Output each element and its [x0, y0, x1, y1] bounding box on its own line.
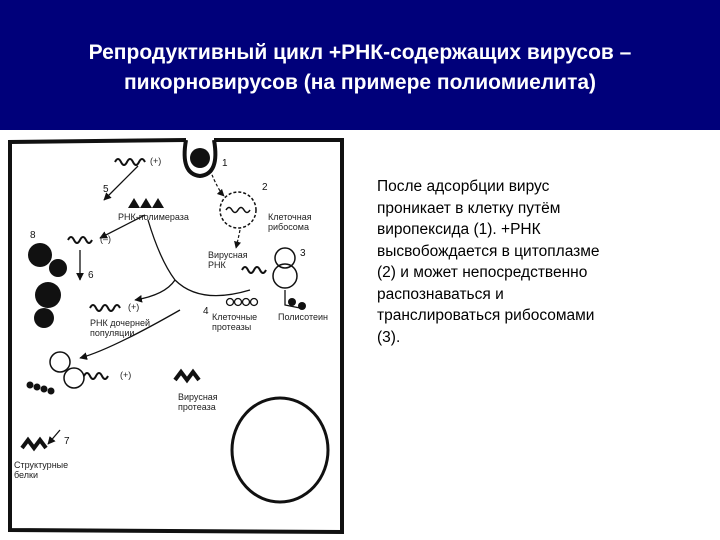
cell-membrane [8, 138, 344, 535]
viropexis-pit [182, 139, 218, 179]
label-cell-ribosome: Клеточная рибосома [268, 212, 312, 232]
rna-plus-top [114, 158, 146, 166]
rna-minus [67, 236, 93, 244]
rna-daughter [89, 304, 121, 312]
step-number-7: 7 [64, 436, 70, 447]
label-viral-rna: Вирусная РНК [208, 250, 248, 270]
label-rna-plus-top: (+) [150, 156, 162, 166]
diagram-drawing [8, 138, 344, 535]
step-number-3: 3 [300, 248, 306, 259]
label-polysome: Полисотеин [278, 312, 328, 322]
title-line-1: Репродуктивный цикл +РНК-содержащих виру… [88, 41, 632, 64]
nucleus [230, 396, 330, 504]
endosome [219, 191, 257, 229]
label-rna-polymerase: РНК-полимераза [118, 212, 189, 222]
step-number-4: 4 [203, 306, 209, 317]
label-viral-protease: Вирусная протеаза [178, 392, 218, 412]
description-paragraph: После адсорбции вирус проникает в клетку… [377, 178, 600, 346]
slide-title: Репродуктивный цикл +РНК-содержащих виру… [0, 38, 720, 98]
text-panel: После адсорбции вирус проникает в клетку… [350, 130, 720, 540]
rna-plus-bottom [83, 372, 109, 380]
step-number-5: 5 [103, 184, 109, 195]
replication-complex [28, 243, 52, 267]
poliovirus-cycle-diagram: 1 2 3 4 5 6 7 8 (+) РНК-полимераза (–) К… [0, 130, 350, 540]
step-number-2: 2 [262, 182, 268, 193]
step-number-1: 1 [222, 158, 228, 169]
label-rna-minus: (–) [100, 234, 111, 244]
step-number-8: 8 [30, 230, 36, 241]
label-cell-proteases: Клеточные протеазы [212, 312, 258, 332]
ribosome [274, 247, 296, 269]
virion [190, 148, 210, 168]
label-structural-proteins: Структурные белки [14, 460, 69, 480]
label-daughter-rna: РНК дочерней популяции [90, 318, 151, 338]
title-line-2: пикорновирусов (на примере полиомиелита) [123, 71, 597, 94]
viral-rna [241, 266, 267, 274]
step-number-6: 6 [88, 270, 94, 281]
label-rna-plus-bottom: (+) [120, 370, 132, 380]
label-daughter-rna-plus: (+) [128, 302, 140, 312]
